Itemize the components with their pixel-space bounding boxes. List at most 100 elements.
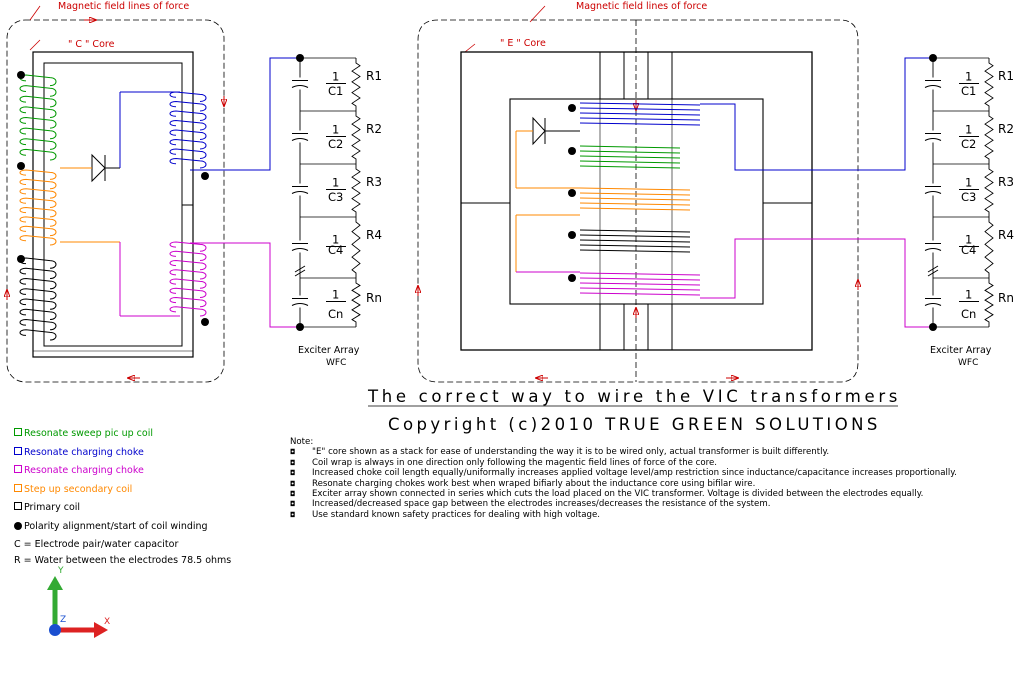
exciter-array-label-left: Exciter Array [298,345,360,356]
polarity-dot [17,255,25,263]
legend-item-polarity: Polarity alignment/start of coil winding [14,518,231,537]
axis-z-label: Z [60,615,66,625]
note-item: Increased/decreased space gap between th… [290,499,1000,510]
note-item: Use standard known safety practices for … [290,510,1000,521]
e-charging-choke-magenta [579,272,701,296]
polarity-dot [568,189,576,197]
cap-label-c4: C4 [328,243,343,257]
e-charging-choke-blue [579,102,701,126]
wfc-label-right: WFC [958,358,978,368]
res-label-r2: R2 [998,122,1014,136]
exciter-cell-5: 1 [924,277,994,327]
cap-label-c4: C4 [961,243,976,257]
exciter-cell-4: 1 [924,216,994,278]
cap-numerator: 1 [965,233,972,247]
polarity-dot-icon [14,521,22,530]
polarity-dot [17,162,25,170]
legend-item-secondary-coil: Step up secondary coil [14,481,231,500]
res-label-rn: Rn [366,291,382,305]
legend-item-sweep-coil: Resonate sweep pic up coil [14,425,231,444]
ucs-axis-icon: Y X Z [47,566,110,638]
note-item: Coil wrap is always in one direction onl… [290,458,1000,469]
exciter-array-left: 1 1 1 1 1 C1 C2 C3 C4 Cn R1 R2 R3 R4 Rn Exci… [291,54,382,368]
e-core-coils [579,102,701,296]
res-label-r2: R2 [366,122,382,136]
cap-numerator: 1 [965,288,972,302]
axis-y-label: Y [57,566,64,576]
field-line-e-right [636,19,859,383]
polarity-dot [201,172,209,180]
polarity-dot [568,231,576,239]
wfc-label-left: WFC [326,358,346,368]
e-secondary-coil [579,187,691,211]
note-item: "E" core shown as a stack for ease of un… [290,447,1000,458]
note-item: Exciter array shown connected in series … [290,489,1000,500]
secondary-coil [19,169,57,246]
legend-item-capacitor-def: C = Electrode pair/water capacitor [14,538,179,550]
field-lines-label-left: Magnetic field lines of force [58,1,189,12]
legend-item-charging-choke-magenta: Resonate charging choke [14,462,231,481]
legend-swatch [14,502,22,511]
c-core-outer [32,51,194,358]
exciter-cell-3: 1 [924,163,994,217]
e-core-outer [460,51,813,351]
polarity-dot [568,147,576,155]
c-core-inner [43,62,183,347]
e-sweep-pickup-coil [579,145,681,169]
notes-list: "E" core shown as a stack for ease of un… [290,447,1000,520]
res-label-r4: R4 [366,228,382,242]
e-core-window [509,98,764,305]
diode-symbol [532,116,546,146]
legend-item-primary-coil: Primary coil [14,499,231,518]
exciter-array-label-right: Exciter Array [930,345,992,356]
axis-x-label: X [104,617,110,627]
copyright-line: Copyright (c)2010 TRUE GREEN SOLUTIONS [388,415,878,434]
note-item: Increased choke coil length equally/unif… [290,468,1000,479]
cap-label-c2: C2 [328,137,343,151]
note-item: Resonate charging chokes work best when … [290,479,1000,490]
cap-label-c2: C2 [961,137,976,151]
polarity-dot [201,318,209,326]
res-label-r3: R3 [998,175,1014,189]
exciter-cell-2: 1 [924,110,994,164]
legend-item-resistor-def: R = Water between the electrodes 78.5 oh… [14,554,232,566]
cap-numerator: 1 [332,288,339,302]
polarity-dot [568,104,576,112]
sweep-pickup-coil [19,74,57,161]
cap-label-c3: C3 [961,190,976,204]
cap-label-cn: Cn [328,307,343,321]
polarity-dot [568,274,576,282]
exciter-cell-3: 1 [291,163,361,217]
exciter-cell-1: 1 [924,57,994,111]
field-line-e-left [417,19,636,383]
legend-swatch [14,428,22,436]
res-label-r3: R3 [366,175,382,189]
e-core-label: " E " Core [500,38,546,49]
legend: Resonate sweep pic up coil Resonate char… [14,425,231,569]
cap-numerator: 1 [332,123,339,137]
cap-numerator: 1 [965,176,972,190]
cap-label-c1: C1 [961,84,976,98]
cap-numerator: 1 [332,176,339,190]
exciter-cell-2: 1 [291,110,361,164]
e-core-assembly: Magnetic field lines of force " E " Core [417,1,935,383]
c-core-coils [19,74,207,341]
cap-numerator: 1 [332,233,339,247]
res-label-r4: R4 [998,228,1014,242]
cap-label-c3: C3 [328,190,343,204]
cap-label-c1: C1 [328,84,343,98]
res-label-r1: R1 [366,69,382,83]
charging-choke-magenta [169,241,207,317]
cap-label-cn: Cn [961,307,976,321]
cap-numerator: 1 [332,70,339,84]
notes-heading: Note: [290,437,314,447]
exciter-cell-5: 1 [291,277,361,327]
c-core-label: " C " Core [68,39,115,50]
notes-block: Note: "E" core shown as a stack for ease… [290,437,1000,521]
field-line-left [6,19,225,383]
polarity-dot [17,71,25,79]
diagram-title: The correct way to wire the VIC transfor… [367,387,898,406]
legend-swatch [14,465,22,474]
